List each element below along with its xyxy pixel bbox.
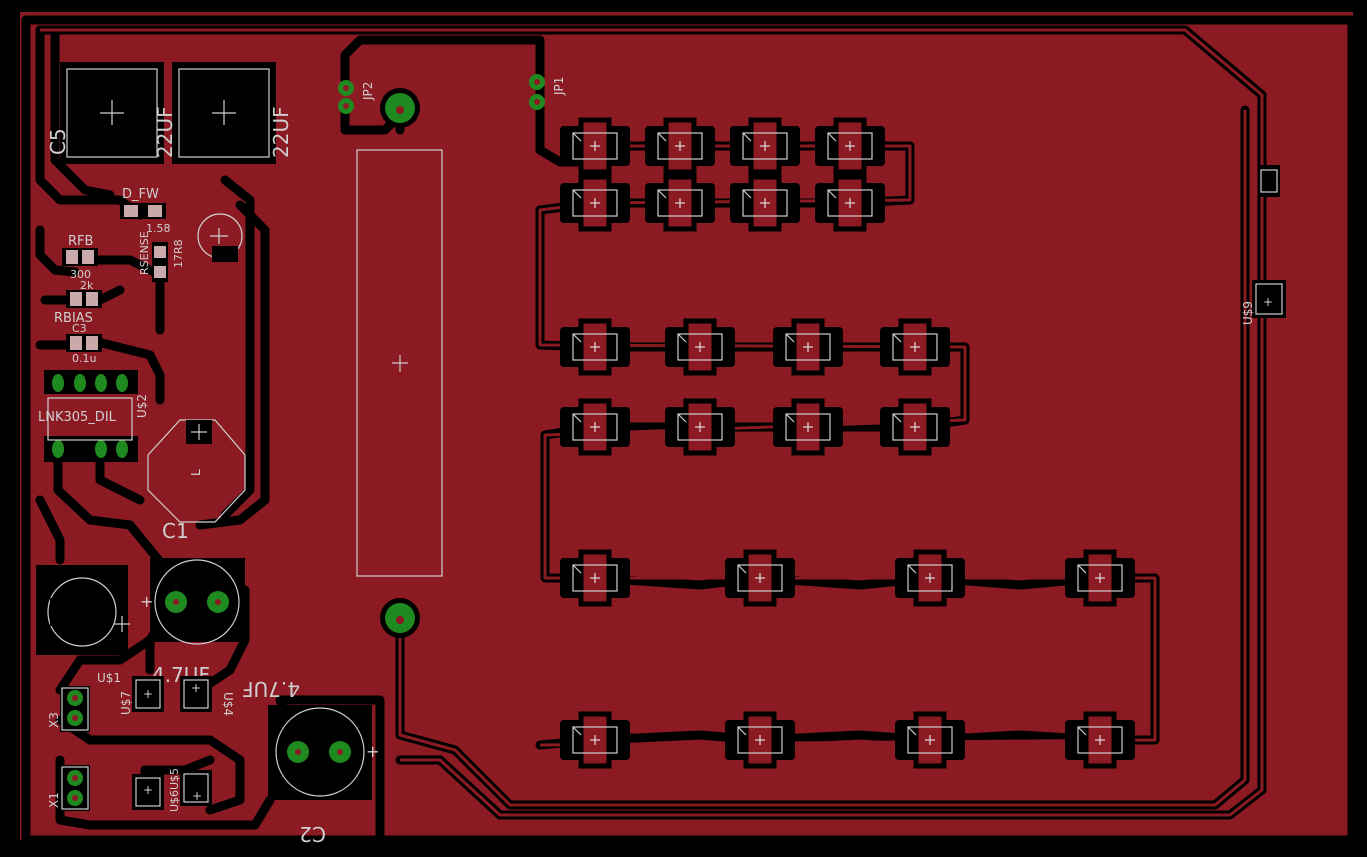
jumper-jp1: JP1 [529, 74, 566, 110]
jumper-jp2: JP2 [338, 80, 375, 114]
l-label: L [189, 469, 203, 476]
svg-text:+: + [143, 783, 153, 797]
rfb-value: 300 [70, 268, 91, 281]
x1-label: X1 [47, 792, 61, 808]
us7-label: U$7 [119, 691, 133, 715]
rbias-value: 2k [80, 279, 94, 292]
inductor-l: L [147, 419, 246, 523]
c3-value: 0.1u [72, 352, 96, 365]
c3-label: C3 [72, 322, 87, 335]
led-footprint [560, 549, 630, 607]
capacitor-c2: + 4.7UF C2 [242, 677, 379, 846]
us6-label: U$6 [168, 790, 181, 812]
jp1-label: JP1 [552, 77, 566, 96]
connector-x1: X1 [47, 765, 90, 811]
svg-text:+: + [143, 687, 153, 701]
c2-label: C2 [299, 822, 326, 846]
led-footprint [815, 174, 885, 232]
led-footprint [560, 711, 630, 769]
led-footprint [815, 117, 885, 175]
r-value: 17R8 [172, 239, 185, 268]
led-footprint [895, 549, 965, 607]
led-footprint [665, 318, 735, 376]
capacitor-c4: 22UF 22UF [153, 62, 293, 164]
svg-text:+: + [140, 592, 153, 611]
ic-lnk305: LNK305_DIL U$2 [38, 370, 149, 462]
transistor [197, 213, 243, 262]
diode-d-fw: D_FW 1.58 [120, 187, 171, 235]
connector-x3: X3 [47, 686, 90, 732]
jp2-label: JP2 [361, 82, 375, 101]
trace-fill [40, 28, 1264, 817]
resistor-rbias: 2k RBIAS [54, 279, 102, 326]
c1-label: C1 [162, 519, 189, 543]
lnk-label: LNK305_DIL [38, 410, 117, 425]
svg-text:+: + [366, 742, 379, 761]
led-footprint [730, 117, 800, 175]
us9-label: U$9 [1241, 301, 1255, 325]
us1-label: U$1 [97, 671, 121, 685]
rbias-label: RBIAS [54, 311, 93, 326]
border-traces [21, 15, 1357, 845]
svg-text:+: + [1263, 295, 1273, 309]
led-footprint [560, 318, 630, 376]
rfb-label: RFB [68, 234, 93, 249]
round-component [36, 565, 130, 655]
c5-label: C5 [46, 128, 70, 155]
led-footprint [773, 318, 843, 376]
led-footprint [560, 174, 630, 232]
x3-label: X3 [47, 712, 61, 728]
capacitor-c5: C5 [46, 62, 164, 164]
d-fw-label: D_FW [122, 187, 159, 202]
smd-group-2: + + U$6 U$5 [132, 768, 212, 812]
us5-label: U$5 [168, 768, 181, 790]
svg-text:+: + [192, 789, 202, 803]
smd-group-1: U$1 + U$7 + U$4 [97, 671, 235, 716]
led-footprint [560, 398, 630, 456]
large-component [356, 88, 443, 638]
c4-label: 22UF [153, 106, 177, 158]
svg-text:+: + [191, 681, 201, 695]
us2-label: U$2 [135, 394, 149, 418]
led-footprint [1065, 711, 1135, 769]
led-footprint [895, 711, 965, 769]
led-footprint [725, 711, 795, 769]
led-footprint [560, 117, 630, 175]
led-footprint [645, 117, 715, 175]
c5-value: 22UF [269, 106, 293, 158]
led-footprint [665, 398, 735, 456]
led-footprint [645, 174, 715, 232]
led-footprint [1065, 549, 1135, 607]
led-footprint [773, 398, 843, 456]
led-array [560, 117, 1135, 769]
resistor-rfb: RFB 300 [62, 234, 98, 281]
led-footprint [725, 549, 795, 607]
led-footprint [880, 398, 950, 456]
resistor-rsense: RSENSE 17R8 [138, 231, 185, 282]
rsense-label: RSENSE [138, 231, 151, 275]
led-footprint [730, 174, 800, 232]
c2-value: 4.7UF [242, 677, 300, 701]
smd-us9: + U$9 [1241, 165, 1286, 325]
us4-label: U$4 [221, 692, 235, 716]
r-val2: 1.58 [146, 222, 171, 235]
capacitor-c3: C3 0.1u [66, 322, 102, 365]
led-footprint [880, 318, 950, 376]
